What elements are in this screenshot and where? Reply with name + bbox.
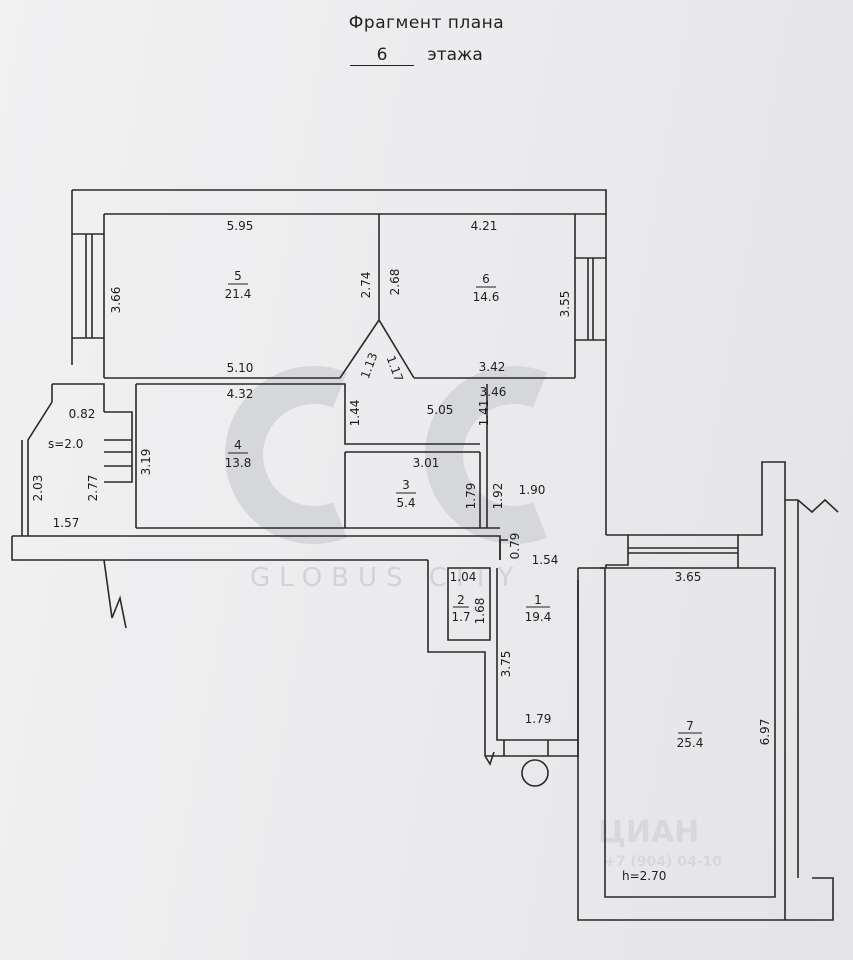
dim-r5-right: 2.74 — [359, 272, 373, 299]
room-7-area: 25.4 — [677, 736, 704, 750]
dim-r7-right: 6.97 — [758, 719, 772, 746]
wall-r7-connector — [605, 534, 629, 568]
dim-hall-right: 1.41 — [477, 400, 491, 427]
floor-number: 6 — [350, 45, 414, 66]
riser-circle — [521, 759, 549, 787]
dim-r1-bottom: 1.79 — [525, 712, 552, 726]
wall-top — [72, 189, 607, 215]
wall-balcony-top — [51, 383, 105, 412]
room-5-number: 5 — [234, 269, 242, 283]
dim-r7-top: 3.65 — [675, 570, 702, 584]
room-3-area: 5.4 — [396, 496, 415, 510]
watermark-group: GLOBUS CITY ЦИАН +7 (904) 04-10 — [225, 366, 722, 870]
room-2-area: 1.7 — [451, 610, 470, 624]
dim-r3-right: 1.79 — [464, 483, 478, 510]
dim-r6-top: 4.21 — [471, 219, 498, 233]
watermark-site: ЦИАН — [598, 815, 699, 850]
dim-hall-mid: 1.92 — [491, 483, 505, 510]
dim-r4-right: 1.44 — [348, 400, 362, 427]
dim-r6-left: 2.68 — [388, 269, 402, 296]
wall-r3-top — [340, 383, 480, 445]
dim-r6-bottom: 3.42 — [479, 360, 506, 374]
room-4-number: 4 — [234, 438, 242, 452]
door-r1 — [503, 740, 549, 756]
wall-diagonal — [378, 319, 415, 379]
dim-hall-side: 1.90 — [519, 483, 546, 497]
dimension-labels: 5.95 3.66 2.74 5.10 4.21 2.68 3.55 3.42 … — [31, 219, 772, 883]
plan-subtitle: 6 этажа — [350, 45, 483, 66]
wall-r7-right-outer — [738, 461, 786, 568]
dim-r5-top: 5.95 — [227, 219, 254, 233]
balcony-door — [104, 411, 133, 483]
walls — [11, 189, 839, 921]
dim-balcony-bottom: 1.57 — [53, 516, 80, 530]
room-7-number: 7 — [686, 719, 694, 733]
window-left — [72, 233, 104, 339]
dim-r7-height: h=2.70 — [622, 869, 666, 883]
balcony-area: s=2.0 — [48, 437, 83, 451]
room-6-number: 6 — [482, 272, 490, 286]
dim-r3-top: 3.01 — [413, 456, 440, 470]
room-1-number: 1 — [534, 593, 542, 607]
room-2-number: 2 — [457, 593, 465, 607]
room-labels: 5 21.4 6 14.6 4 13.8 3 5.4 2 1.7 1 19.4 … — [48, 269, 703, 750]
dim-diag-a: 1.13 — [358, 351, 380, 381]
dim-r2-top: 1.04 — [450, 570, 477, 584]
dim-r4-top: 4.32 — [227, 387, 254, 401]
room-4-area: 13.8 — [225, 456, 252, 470]
window-right — [575, 257, 606, 341]
wall-r1-top — [499, 539, 508, 560]
room-6-area: 14.6 — [473, 290, 500, 304]
wall-right-side — [784, 500, 799, 920]
room-3-number: 3 — [402, 478, 410, 492]
break-bottom — [484, 751, 495, 766]
plan-title: Фрагмент плана — [348, 13, 505, 33]
dim-balcony-top: 0.82 — [69, 407, 96, 421]
wall-balcony-left — [21, 401, 53, 536]
dim-balcony-right: 2.77 — [86, 475, 100, 502]
window-r7 — [628, 534, 739, 568]
watermark-logo-c2 — [425, 366, 548, 544]
dim-hall-width: 5.05 — [427, 403, 454, 417]
room-1-area: 19.4 — [525, 610, 552, 624]
wall-r1-bottom — [485, 740, 579, 757]
wall-r2 — [427, 560, 486, 756]
wall-r7-outer — [577, 580, 834, 921]
wall-r3 — [344, 451, 488, 528]
dim-r6-right: 3.55 — [558, 291, 572, 318]
watermark-phone: +7 (904) 04-10 — [604, 854, 722, 870]
dim-r1-left: 3.75 — [499, 651, 513, 678]
break-left — [103, 559, 127, 629]
dim-r5-left: 3.66 — [109, 287, 123, 314]
wall-inner-top — [104, 213, 576, 378]
wall-bottom-outer2 — [11, 536, 428, 561]
wall-r7-inner — [600, 567, 776, 898]
floor-word: этажа — [427, 45, 483, 65]
dim-r1-gap: 0.79 — [508, 533, 522, 560]
wall-r2-inner — [447, 567, 491, 641]
dim-hall-top-right: 3.46 — [480, 385, 507, 399]
dim-r1-top: 1.54 — [532, 553, 559, 567]
dim-balcony-left: 2.03 — [31, 475, 45, 502]
dim-r2-right: 1.68 — [473, 598, 487, 625]
break-right — [785, 498, 839, 514]
wall-bottom-outer — [12, 535, 501, 560]
room-5-area: 21.4 — [225, 287, 252, 301]
dim-r4-left: 3.19 — [139, 449, 153, 476]
dim-r5-bottom: 5.10 — [227, 361, 254, 375]
watermark-logo-c1 — [225, 366, 348, 544]
